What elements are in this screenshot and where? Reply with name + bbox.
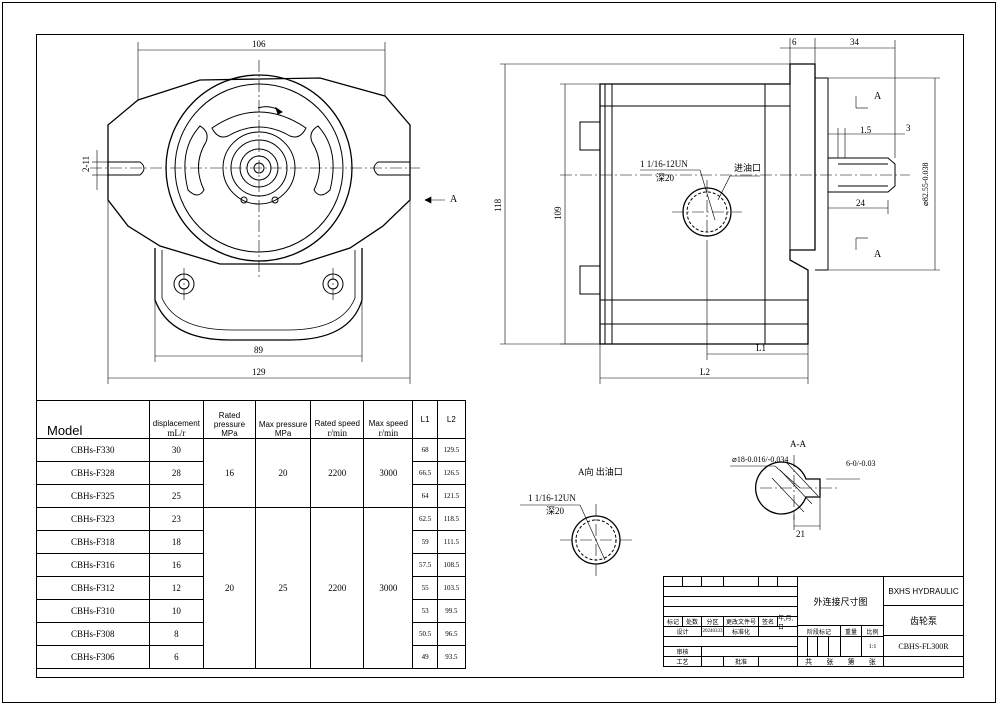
dim-6: 6 <box>792 37 797 47</box>
table-row: CBHs-F308 8 50.5 96.5 <box>36 622 467 646</box>
table-row: CBHs-F328 28 66.5 126.5 <box>36 461 467 485</box>
title-block: 标记 处数 分区 更改文件号 签名 年,月,日 设计 20240333 标准化 … <box>663 576 964 678</box>
tb-sheets: 共 张 第 张 <box>797 656 884 667</box>
dim-slot: 2-11 <box>81 155 91 172</box>
section-arrow-a: A <box>450 194 458 205</box>
tb-approve: 批准 <box>723 656 759 667</box>
tb-part-name: 齿轮泵 <box>883 605 964 636</box>
tb-scale: 1:1 <box>861 636 884 657</box>
table-row: CBHs-F325 25 64 121.5 <box>36 484 467 508</box>
dim-34: 34 <box>850 37 859 47</box>
dim-129: 129 <box>252 367 266 377</box>
table-row: CBHs-F306 6 49 93.5 <box>36 645 467 669</box>
dim-21: 21 <box>796 529 805 539</box>
dim-pilot-diameter: ⌀82.55-0.038 <box>921 162 930 206</box>
header-l2: L2 <box>436 400 467 439</box>
tb-company: BXHS HYDRAULIC <box>883 576 964 606</box>
dim-106: 106 <box>252 39 266 49</box>
dim-l2: L2 <box>700 367 710 377</box>
table-row: CBHs-F316 16 57.5 108.5 <box>36 553 467 577</box>
section-a-top: A <box>874 91 882 102</box>
section-aa <box>730 461 860 530</box>
outlet-view <box>520 504 621 565</box>
tb-process: 工艺 <box>663 656 702 667</box>
table-row: CBHs-F323 23 20 25 2200 3000 62.5 118.5 <box>36 507 467 669</box>
dim-109: 109 <box>553 206 563 221</box>
table-row: CBHs-F318 18 59 111.5 <box>36 530 467 554</box>
outlet-thread-spec: 1 1/16-12UN <box>528 493 576 503</box>
dim-1-5: 1.5 <box>860 125 872 135</box>
dim-118: 118 <box>493 198 503 212</box>
dim-89: 89 <box>254 345 263 355</box>
drawing-inner-border <box>36 34 964 678</box>
section-aa-title: A-A <box>790 439 806 449</box>
dim-l1: L1 <box>756 343 766 353</box>
outlet-view-title: A向 出油口 <box>578 467 623 477</box>
inlet-thread-depth: 深20 <box>656 173 675 183</box>
inlet-label: 进油口 <box>734 163 762 173</box>
key-width-tolerance: 6-0/-0.03 <box>846 459 876 468</box>
table-row: CBHs-F330 30 16 20 2200 3000 68 129.5 <box>36 438 467 508</box>
header-l1: L1 <box>412 400 438 439</box>
dim-3: 3 <box>906 123 911 133</box>
header-model: Model <box>36 400 150 439</box>
outlet-thread-depth: 深20 <box>546 506 565 516</box>
inlet-thread-spec: 1 1/16-12UN <box>640 159 688 169</box>
section-a-bottom: A <box>874 249 882 260</box>
side-view <box>579 63 896 345</box>
tb-drawing-name: 外连接尺寸图 <box>797 576 884 626</box>
tb-part-number: CBHS-FL300R <box>883 635 964 657</box>
table-row: CBHs-F310 10 53 99.5 <box>36 599 467 623</box>
shaft-diameter-tolerance: ⌀18-0.016/-0.034 <box>732 455 789 464</box>
dim-24: 24 <box>856 198 865 208</box>
